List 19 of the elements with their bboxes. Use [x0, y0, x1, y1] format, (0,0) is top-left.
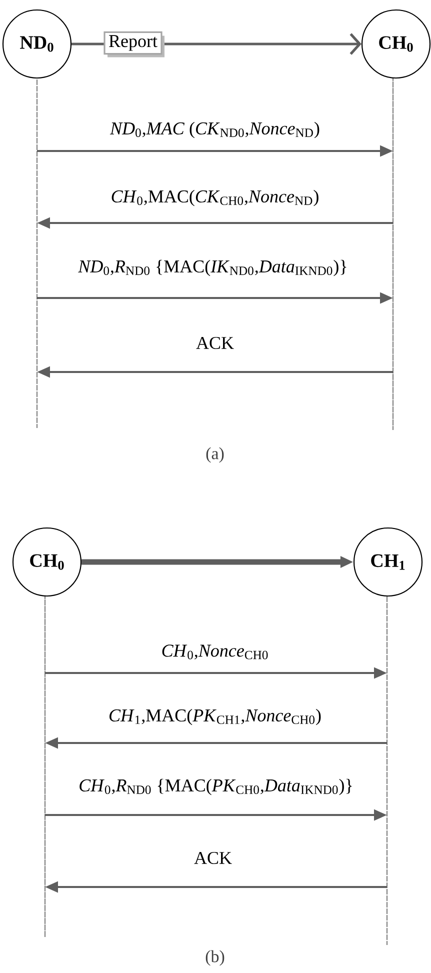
edge-label: ACK: [195, 336, 235, 350]
caption: (a): [206, 447, 224, 463]
edge-label: ACK: [193, 850, 233, 866]
edge-label: CH$_{0}$,MAC(CK$_{CH0}$,Nonce$_{ND}$): [110, 188, 320, 208]
label-box: Report: [104, 31, 164, 58]
edge-label: CH$_{0}$,R$_{ND0}$ {MAC(PK$_{CH0}$,Data$_{IKND0}$)}: [78, 778, 354, 796]
lifeline: [386, 596, 388, 946]
circle-node: CH$_{1}$: [353, 527, 423, 597]
edge-label: CH$_{1}$,MAC(PK$_{CH1}$,Nonce$_{CH0}$): [108, 708, 322, 726]
circle-node: ND$_{0}$: [2, 9, 72, 79]
circle-node: CH$_{0}$: [361, 9, 431, 79]
edge-label: ND$_{0}$,MAC (CK$_{ND0}$,Nonce$_{ND}$): [109, 120, 321, 140]
lifeline: [392, 78, 394, 430]
circle-node: CH$_{0}$: [12, 527, 82, 597]
edge-label: CH$_{0}$,Nonce$_{CH0}$: [160, 644, 270, 660]
lifeline: [44, 596, 46, 938]
lifeline: [36, 78, 38, 428]
edge-label: ND$_{0}$,R$_{ND0}$ {MAC(IK$_{ND0}$,Data$_{IKND0}$)}: [77, 258, 349, 278]
caption: (b): [206, 950, 224, 966]
